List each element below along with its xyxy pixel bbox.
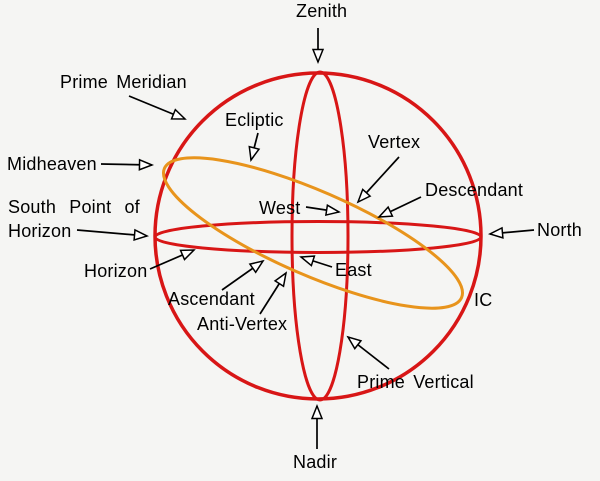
label-prime-meridian: Prime Meridian [60, 72, 187, 92]
label-south-point-line2: Horizon [8, 221, 72, 241]
prime-vertical-ellipse [290, 70, 350, 402]
vertex-arrow [356, 156, 400, 204]
label-midheaven: Midheaven [7, 154, 97, 174]
anti-vertex-arrow [259, 271, 288, 315]
label-west: West [259, 198, 301, 218]
label-south-point-line1: South Point of [8, 197, 140, 217]
prime-meridian-arrow [128, 95, 187, 120]
ascendant-arrow [221, 259, 265, 291]
label-ascendant: Ascendant [168, 289, 255, 309]
label-east: East [335, 260, 372, 280]
label-anti-vertex: Anti-Vertex [197, 314, 288, 334]
west-arrow [305, 203, 341, 217]
label-zenith: Zenith [296, 1, 348, 21]
label-nadir: Nadir [293, 452, 338, 472]
east-arrow [299, 255, 333, 268]
label-ic: IC [474, 290, 493, 310]
horizon-arrow [149, 249, 196, 270]
ecliptic-ellipse [161, 156, 465, 310]
label-ecliptic: Ecliptic [225, 110, 284, 130]
prime-vertical-arrow [346, 335, 390, 370]
label-north: North [537, 220, 583, 240]
annotation-arrows [76, 28, 535, 449]
north-arrow [487, 226, 535, 239]
ecliptic-arrow [248, 132, 261, 162]
south-point-arrow [76, 228, 150, 241]
horizon-ellipse [153, 220, 483, 254]
label-prime-vertical: Prime Vertical [357, 372, 474, 392]
label-vertex: Vertex [368, 132, 421, 152]
label-descendant: Descendant [425, 180, 524, 200]
midheaven-arrow [100, 158, 155, 171]
descendant-arrow [377, 196, 422, 218]
label-south-point-of-horizon: South Point of Horizon [8, 195, 140, 243]
sphere-outline-prime-meridian-circle [153, 71, 483, 401]
label-horizon: Horizon [84, 261, 148, 281]
